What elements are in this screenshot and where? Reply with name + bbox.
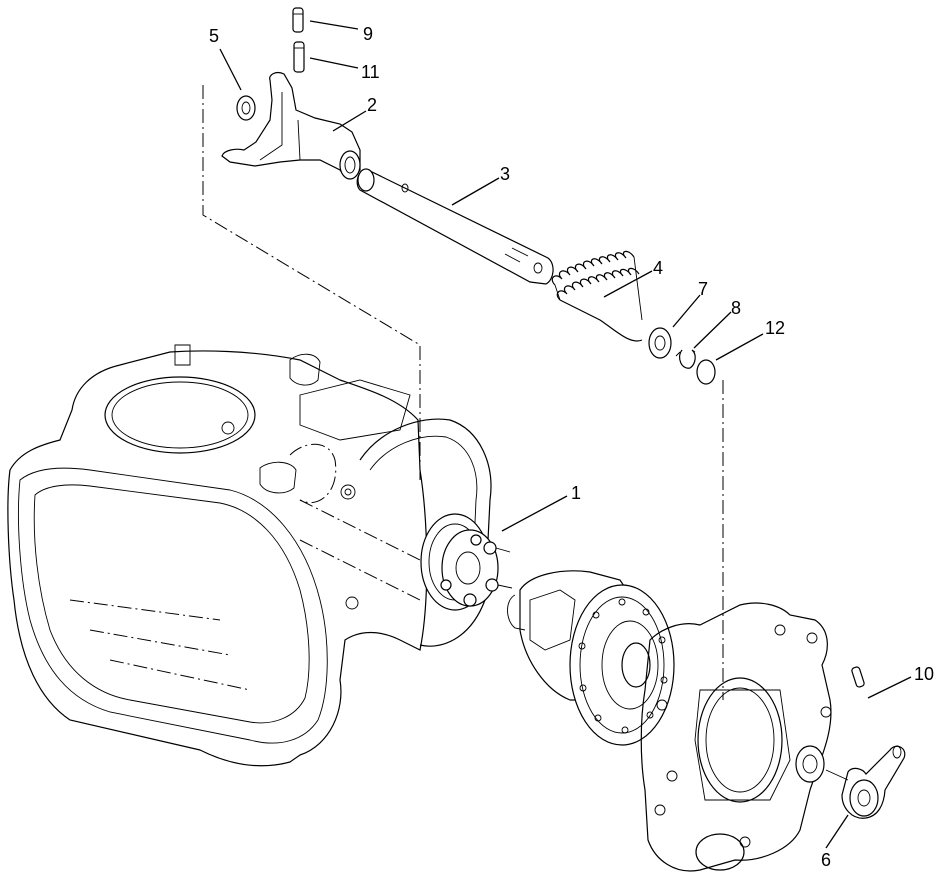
callout-11: 11 [361, 62, 380, 82]
callout-7: 7 [698, 279, 708, 299]
callout-2: 2 [367, 95, 377, 115]
callout-1: 1 [571, 483, 581, 503]
washer-5 [236, 95, 256, 121]
callout-10: 10 [914, 664, 934, 684]
roll-pin-10 [851, 666, 865, 688]
callout-3: 3 [500, 164, 510, 184]
callout-5: 5 [209, 26, 219, 46]
callout-8: 8 [731, 298, 741, 318]
o-ring-12 [696, 359, 716, 385]
flange-hub [420, 513, 513, 611]
shift-lever [825, 745, 906, 819]
snap-ring-8 [675, 349, 696, 369]
callout-6: 6 [821, 850, 831, 870]
leader-lines [219, 20, 912, 849]
roll-pin-11 [293, 41, 305, 73]
shift-rod [356, 168, 554, 285]
washer-7 [648, 327, 672, 359]
spring [551, 250, 643, 342]
differential-carrier [507, 570, 675, 746]
callout-labels: 1 2 3 4 5 6 7 8 9 10 11 12 [209, 24, 934, 870]
callout-9: 9 [363, 24, 373, 44]
transmission-housing [7, 344, 492, 767]
side-cover [640, 602, 832, 872]
center-lines [202, 85, 724, 700]
callout-4: 4 [653, 258, 663, 278]
shift-fork [221, 71, 361, 180]
roll-pin-9 [292, 7, 304, 33]
callout-12: 12 [765, 318, 785, 338]
